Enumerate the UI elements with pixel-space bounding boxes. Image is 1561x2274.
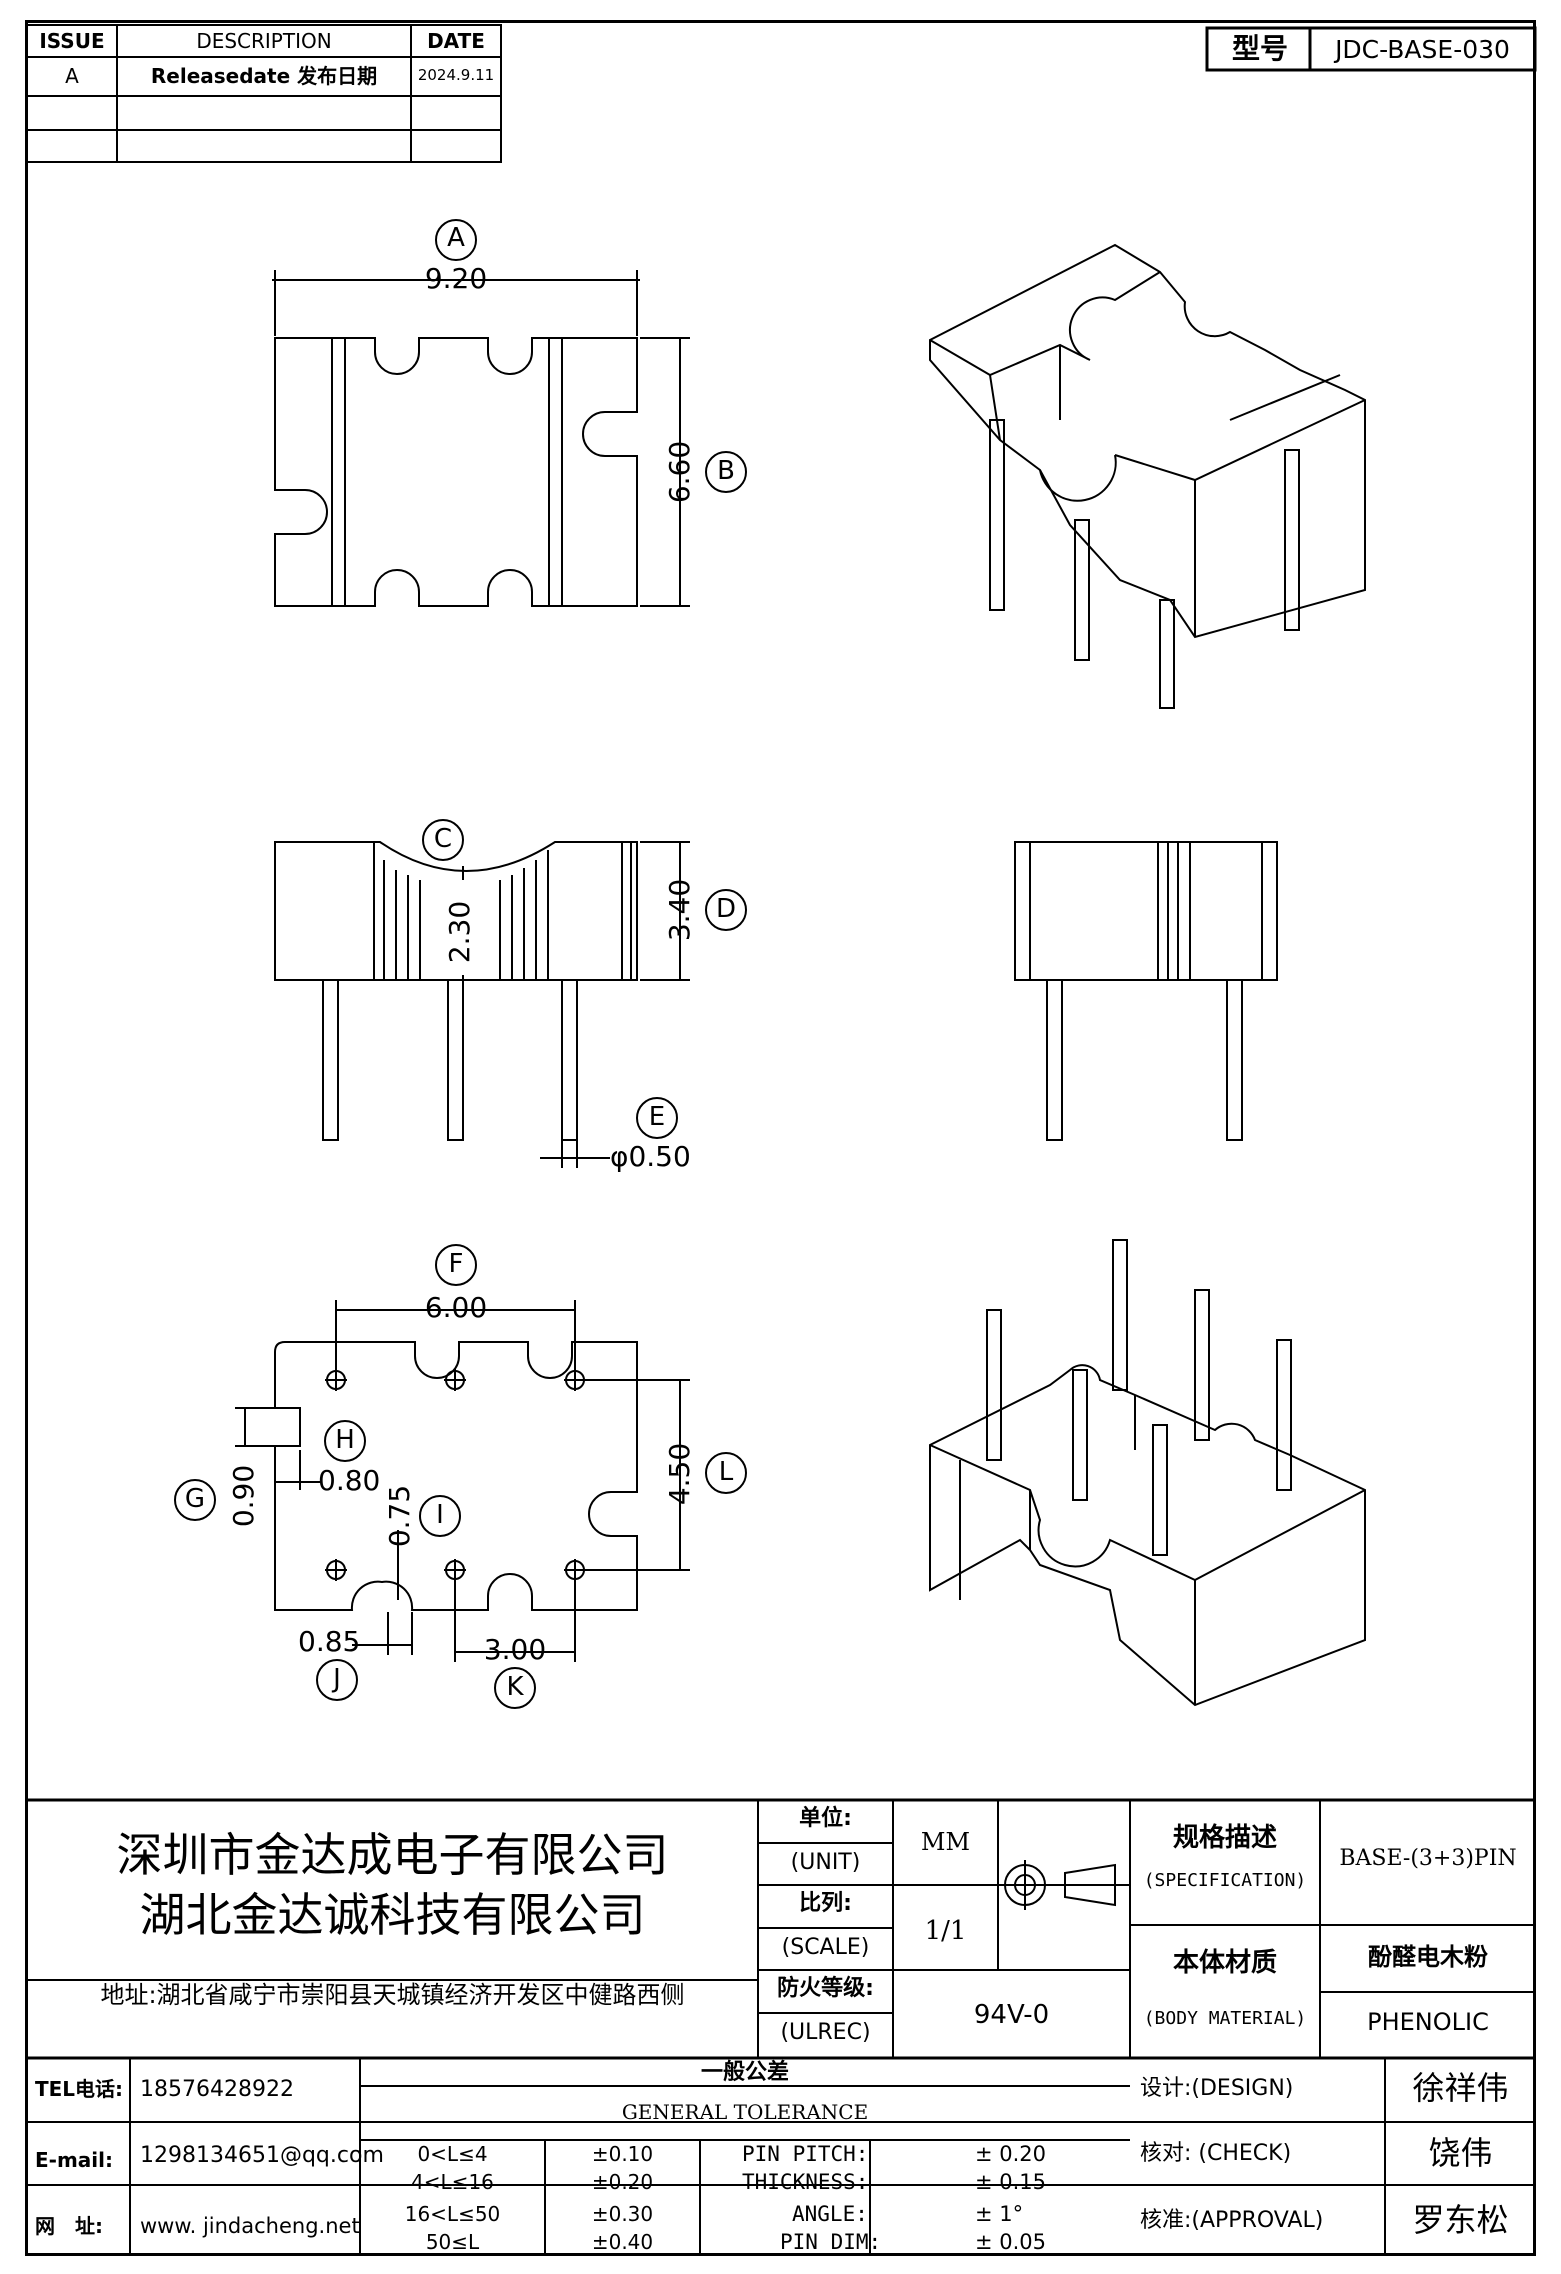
tol-value-3: ±0.40 xyxy=(591,2230,654,2254)
company-name-1: 深圳市金达成电子有限公司 xyxy=(116,1828,669,1882)
company-address: 地址:湖北省咸宁市崇阳县天城镇经济开发区中健路西侧 xyxy=(100,1981,685,2009)
dim-value-c: 2.30 xyxy=(443,900,476,964)
email-value[interactable]: 1298134651@qq.com xyxy=(140,2143,384,2168)
company-name-2: 湖北金达诚科技有限公司 xyxy=(139,1888,646,1942)
tol-value-0: ±0.10 xyxy=(591,2142,654,2166)
material-value-cn: 酚醛电木粉 xyxy=(1368,1943,1488,1971)
tol-other-value-3: ± 0.05 xyxy=(975,2230,1047,2254)
front-view xyxy=(274,841,690,1168)
web-value[interactable]: www. jindacheng.net xyxy=(140,2214,360,2238)
email-label: E-mail: xyxy=(35,2148,114,2172)
dim-value-d: 3.40 xyxy=(663,878,696,942)
tol-other-value-1: ± 0.15 xyxy=(975,2170,1047,2194)
tol-other-name-3: PIN DIM: xyxy=(780,2230,882,2254)
unit-label-cn: 单位: xyxy=(799,1806,852,1831)
dim-letter-i: I xyxy=(436,1500,444,1530)
approval-label: 核准:(APPROVAL) xyxy=(1140,2208,1324,2233)
tolerance-title-en: GENERAL TOLERANCE xyxy=(621,2100,869,2124)
tol-range-1: 4<L≤16 xyxy=(411,2170,494,2194)
bottom-view xyxy=(235,1300,690,1662)
tol-other-value-2: ± 1° xyxy=(975,2202,1024,2226)
dim-value-i: 0.75 xyxy=(383,1484,416,1548)
tolerance-title-cn: 一般公差 xyxy=(700,2060,789,2085)
ulrec-label-en: (ULREC) xyxy=(780,2020,871,2045)
side-view xyxy=(1014,841,1278,1141)
dim-letter-h: H xyxy=(335,1425,355,1455)
unit-value: MM xyxy=(920,1828,971,1856)
dim-value-l: 4.50 xyxy=(663,1442,696,1506)
model-box-lines xyxy=(1205,26,1537,72)
material-label-cn: 本体材质 xyxy=(1172,1948,1277,1978)
material-label-en: (BODY MATERIAL) xyxy=(1143,2008,1307,2029)
dim-value-b: 6.60 xyxy=(663,440,696,504)
tol-other-name-1: THICKNESS: xyxy=(742,2170,869,2194)
approval-name: 罗东松 xyxy=(1412,2201,1509,2239)
dim-value-h: 0.80 xyxy=(318,1464,381,1497)
tol-range-3: 50≤L xyxy=(425,2230,480,2254)
rev-row-description: Releasedate 发布日期 xyxy=(150,64,378,88)
check-name: 饶伟 xyxy=(1428,2134,1493,2172)
check-label: 核对: (CHECK) xyxy=(1140,2141,1292,2166)
iso-view-top xyxy=(929,243,1366,709)
rev-header-description: DESCRIPTION xyxy=(196,29,332,53)
title-block-lines xyxy=(25,1798,1536,2256)
scale-value: 1/1 xyxy=(924,1916,967,1946)
rev-header-issue: ISSUE xyxy=(39,29,105,53)
tol-value-2: ±0.30 xyxy=(591,2202,654,2226)
rev-row-issue: A xyxy=(65,64,79,88)
dim-letter-j: J xyxy=(333,1664,341,1694)
dim-letter-f: F xyxy=(448,1249,464,1279)
top-view xyxy=(272,270,690,607)
ulrec-value: 94V-0 xyxy=(973,2000,1050,2030)
design-label: 设计:(DESIGN) xyxy=(1140,2076,1294,2101)
tol-range-0: 0<L≤4 xyxy=(417,2142,488,2166)
scale-label-en: (SCALE) xyxy=(781,1935,870,1960)
tel-label: TEL电话: xyxy=(35,2077,124,2101)
spec-label-en: (SPECIFICATION) xyxy=(1143,1870,1307,1891)
spec-label-cn: 规格描述 xyxy=(1172,1823,1277,1853)
dim-letter-a: A xyxy=(447,223,465,253)
dim-value-k: 3.00 xyxy=(483,1633,547,1666)
iso-view-bottom xyxy=(929,1239,1366,1707)
tel-value: 18576428922 xyxy=(140,2077,294,2102)
dim-value-a: 9.20 xyxy=(424,262,488,295)
web-label: 网 址: xyxy=(35,2214,103,2238)
dim-letter-l: L xyxy=(718,1457,734,1487)
ulrec-label-cn: 防火等级: xyxy=(777,1976,874,2001)
tol-range-2: 16<L≤50 xyxy=(404,2202,501,2226)
rev-header-date: DATE xyxy=(427,29,485,53)
spec-value: BASE-(3+3)PIN xyxy=(1339,1846,1517,1871)
rev-row-date: 2024.9.11 xyxy=(417,66,495,84)
dim-value-j: 0.85 xyxy=(298,1625,361,1658)
tol-other-name-2: ANGLE: xyxy=(792,2202,868,2226)
model-value: JDC-BASE-030 xyxy=(1335,35,1510,64)
dim-letter-c: C xyxy=(433,824,453,854)
model-label: 型号 xyxy=(1231,32,1288,65)
dim-value-e: φ0.50 xyxy=(610,1140,691,1173)
dim-letter-k: K xyxy=(506,1672,524,1702)
scale-label-cn: 比列: xyxy=(799,1891,852,1916)
dimension-letter-circles xyxy=(174,219,747,1709)
tol-other-name-0: PIN PITCH: xyxy=(742,2142,869,2166)
dim-letter-g: G xyxy=(184,1484,206,1514)
tol-other-value-0: ± 0.20 xyxy=(975,2142,1047,2166)
revision-table-lines xyxy=(26,24,502,163)
dim-letter-d: D xyxy=(715,894,737,924)
material-value-en: PHENOLIC xyxy=(1367,2008,1489,2036)
drawing-frame xyxy=(25,20,1536,2256)
design-name: 徐祥伟 xyxy=(1412,2069,1509,2107)
dim-letter-e: E xyxy=(648,1102,666,1132)
dim-value-f: 6.00 xyxy=(424,1291,488,1324)
dim-letter-b: B xyxy=(717,456,735,486)
tol-value-1: ±0.20 xyxy=(591,2170,654,2194)
dim-value-g: 0.90 xyxy=(227,1464,260,1528)
unit-label-en: (UNIT) xyxy=(790,1850,861,1875)
